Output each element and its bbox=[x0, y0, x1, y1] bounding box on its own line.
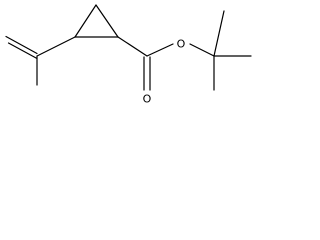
ring-bond-top-right bbox=[95, 4, 119, 38]
tert-butyl-group bbox=[213, 10, 252, 91]
structure-canvas: O O bbox=[0, 0, 255, 107]
bond-ch2-c-double-a bbox=[5, 35, 38, 55]
bond-c-ring bbox=[36, 36, 76, 57]
ring-bond-left-top bbox=[74, 4, 97, 38]
bond-ch2-c-double-b bbox=[7, 42, 38, 60]
ester-oxygen-label: O bbox=[177, 38, 186, 51]
molecule-diagram: O O bbox=[5, 4, 252, 106]
bond-carbonyl-ester-o bbox=[146, 43, 174, 57]
carbonyl-oxygen-label: O bbox=[143, 93, 152, 106]
bond-ester-o-tbutyl bbox=[189, 43, 215, 57]
isopropenyl-group bbox=[5, 35, 76, 86]
ester-group bbox=[117, 36, 215, 91]
bond-tbutyl-methyl-top bbox=[213, 10, 225, 57]
bond-ring-carbonyl bbox=[117, 36, 148, 57]
cyclopropane-ring bbox=[74, 4, 119, 38]
